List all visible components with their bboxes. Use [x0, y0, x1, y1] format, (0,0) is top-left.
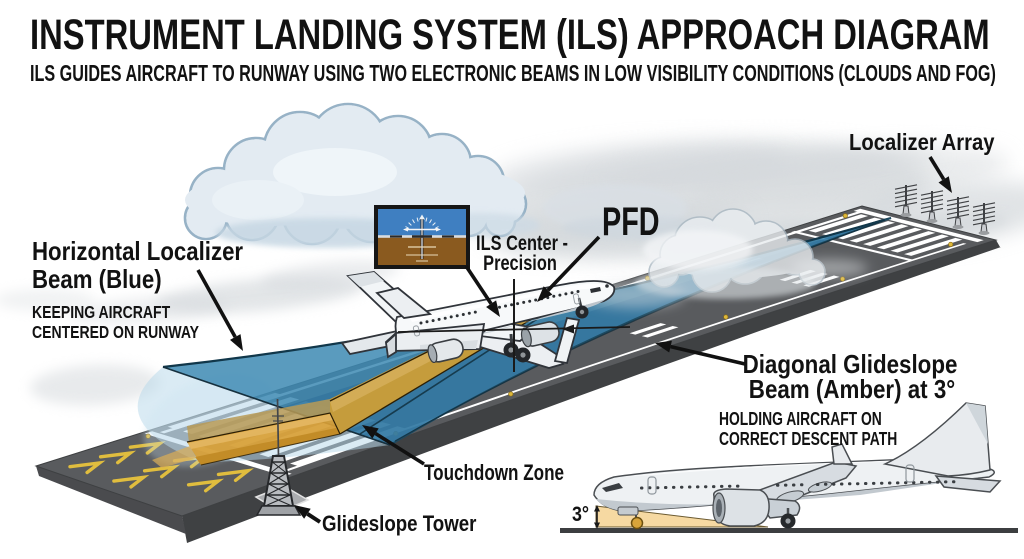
svg-text:PFD: PFD [602, 199, 660, 244]
svg-text:Localizer Array: Localizer Array [849, 129, 994, 156]
svg-text:Beam (Blue): Beam (Blue) [32, 265, 162, 294]
svg-text:CENTERED ON RUNWAY: CENTERED ON RUNWAY [32, 322, 199, 342]
svg-text:Precision: Precision [483, 251, 557, 274]
svg-text:CORRECT DESCENT PATH: CORRECT DESCENT PATH [719, 429, 897, 449]
svg-text:ILS Center -: ILS Center - [476, 231, 568, 254]
svg-text:HOLDING AIRCRAFT ON: HOLDING AIRCRAFT ON [719, 409, 882, 429]
svg-text:Touchdown Zone: Touchdown Zone [424, 461, 564, 486]
svg-text:Beam (Amber) at 3°: Beam (Amber) at 3° [749, 375, 955, 404]
svg-text:ILS GUIDES AIRCRAFT TO RUNWAY: ILS GUIDES AIRCRAFT TO RUNWAY USING TWO … [30, 61, 996, 87]
svg-text:3°: 3° [572, 503, 589, 527]
svg-text:Diagonal Glideslope: Diagonal Glideslope [743, 350, 958, 379]
svg-text:Glideslope Tower: Glideslope Tower [322, 513, 476, 537]
svg-text:KEEPING AIRCRAFT: KEEPING AIRCRAFT [32, 302, 170, 322]
svg-text:INSTRUMENT LANDING SYSTEM (ILS: INSTRUMENT LANDING SYSTEM (ILS) APPROACH… [30, 11, 990, 59]
svg-text:Horizontal Localizer: Horizontal Localizer [32, 237, 244, 266]
